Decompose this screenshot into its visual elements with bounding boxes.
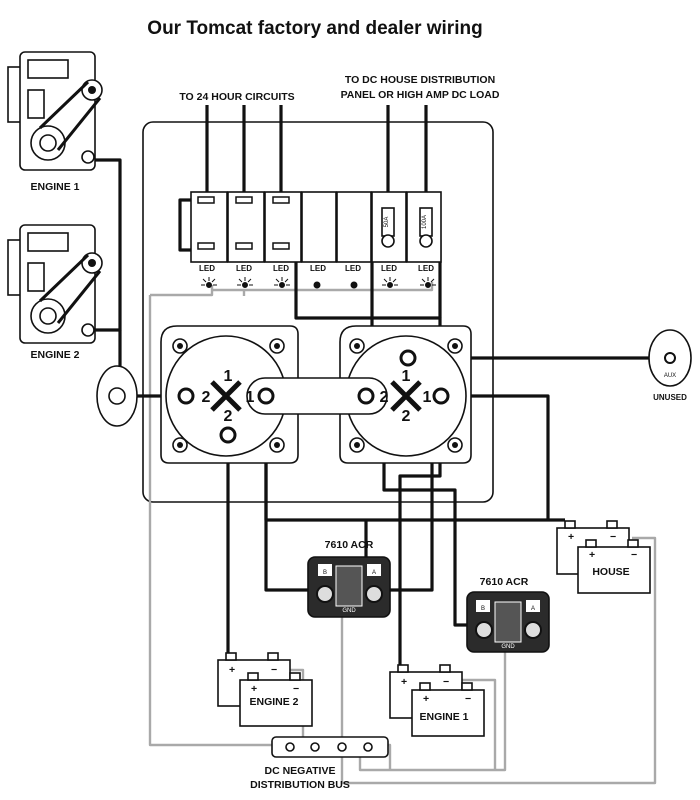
svg-text:−: − bbox=[465, 693, 471, 705]
svg-text:+: + bbox=[229, 664, 235, 676]
switch-link-bar bbox=[246, 377, 388, 415]
engine-1: ENGINE 1 bbox=[7, 51, 103, 193]
led-label: LED bbox=[345, 264, 361, 273]
bus-label-line1: DC NEGATIVE bbox=[265, 765, 336, 777]
svg-text:7610 ACR: 7610 ACR bbox=[325, 539, 374, 551]
svg-text:2: 2 bbox=[224, 408, 233, 425]
svg-text:−: − bbox=[271, 664, 277, 676]
dc-negative-bus: DC NEGATIVE DISTRIBUTION BUS bbox=[250, 736, 389, 791]
page-title: Our Tomcat factory and dealer wiring bbox=[147, 18, 482, 39]
caption-dc-house-line2: PANEL OR HIGH AMP DC LOAD bbox=[341, 89, 500, 101]
svg-text:+: + bbox=[589, 549, 595, 561]
led-label: LED bbox=[199, 264, 215, 273]
svg-text:+: + bbox=[423, 693, 429, 705]
svg-text:−: − bbox=[610, 531, 616, 543]
battery-house: + − + − HOUSE bbox=[556, 520, 651, 594]
svg-text:GND: GND bbox=[501, 644, 515, 650]
caption-24-hour-circuits: TO 24 HOUR CIRCUITS bbox=[179, 91, 294, 103]
svg-text:2: 2 bbox=[380, 389, 389, 406]
svg-text:2: 2 bbox=[402, 408, 411, 425]
battery-engine-1-label: ENGINE 1 bbox=[419, 711, 468, 723]
bus-label-line2: DISTRIBUTION BUS bbox=[250, 779, 350, 791]
acr-2: 7610 ACR B A GND bbox=[466, 576, 550, 653]
svg-text:A: A bbox=[372, 570, 376, 576]
svg-text:−: − bbox=[293, 683, 299, 695]
led-row: LED LED LED LED LED LED LED bbox=[199, 264, 436, 289]
led-label: LED bbox=[381, 264, 397, 273]
battery-switch-left: 1 2 2 1 bbox=[160, 325, 299, 464]
svg-text:1: 1 bbox=[224, 368, 233, 385]
aux-terminal: AUX UNUSED bbox=[648, 329, 692, 402]
led-label: LED bbox=[236, 264, 252, 273]
battery-engine-1: + − + − ENGINE 1 bbox=[389, 664, 485, 737]
svg-text:1: 1 bbox=[402, 368, 411, 385]
svg-text:B: B bbox=[323, 570, 327, 576]
battery-engine-2: + − + − ENGINE 2 bbox=[217, 652, 313, 727]
led-label: LED bbox=[418, 264, 434, 273]
svg-text:GND: GND bbox=[342, 608, 356, 614]
breaker-panel: 50A 100A bbox=[190, 191, 442, 263]
caption-dc-house-line1: TO DC HOUSE DISTRIBUTION bbox=[345, 74, 495, 86]
engine-2: ENGINE 2 bbox=[7, 224, 103, 361]
svg-text:−: − bbox=[443, 676, 449, 688]
svg-text:1: 1 bbox=[423, 389, 432, 406]
engine-1-label: ENGINE 1 bbox=[30, 181, 79, 193]
svg-text:A: A bbox=[531, 606, 535, 612]
battery-engine-2-label: ENGINE 2 bbox=[249, 696, 298, 708]
svg-text:+: + bbox=[251, 683, 257, 695]
battery-house-label: HOUSE bbox=[592, 566, 629, 578]
svg-text:2: 2 bbox=[202, 389, 211, 406]
svg-text:+: + bbox=[401, 676, 407, 688]
engine-2-label: ENGINE 2 bbox=[30, 349, 79, 361]
svg-text:−: − bbox=[631, 549, 637, 561]
svg-text:50A: 50A bbox=[384, 217, 390, 228]
svg-text:+: + bbox=[568, 531, 574, 543]
led-label: LED bbox=[310, 264, 326, 273]
battery-switch-right: 1 2 2 1 bbox=[339, 325, 472, 464]
aux-unused-label: UNUSED bbox=[653, 393, 687, 402]
svg-text:B: B bbox=[481, 606, 485, 612]
svg-text:1: 1 bbox=[246, 389, 255, 406]
svg-text:100A: 100A bbox=[422, 215, 428, 229]
svg-text:7610 ACR: 7610 ACR bbox=[480, 576, 529, 588]
svg-text:AUX: AUX bbox=[664, 373, 676, 379]
led-label: LED bbox=[273, 264, 289, 273]
acr-1: 7610 ACR B A GND bbox=[307, 539, 391, 618]
